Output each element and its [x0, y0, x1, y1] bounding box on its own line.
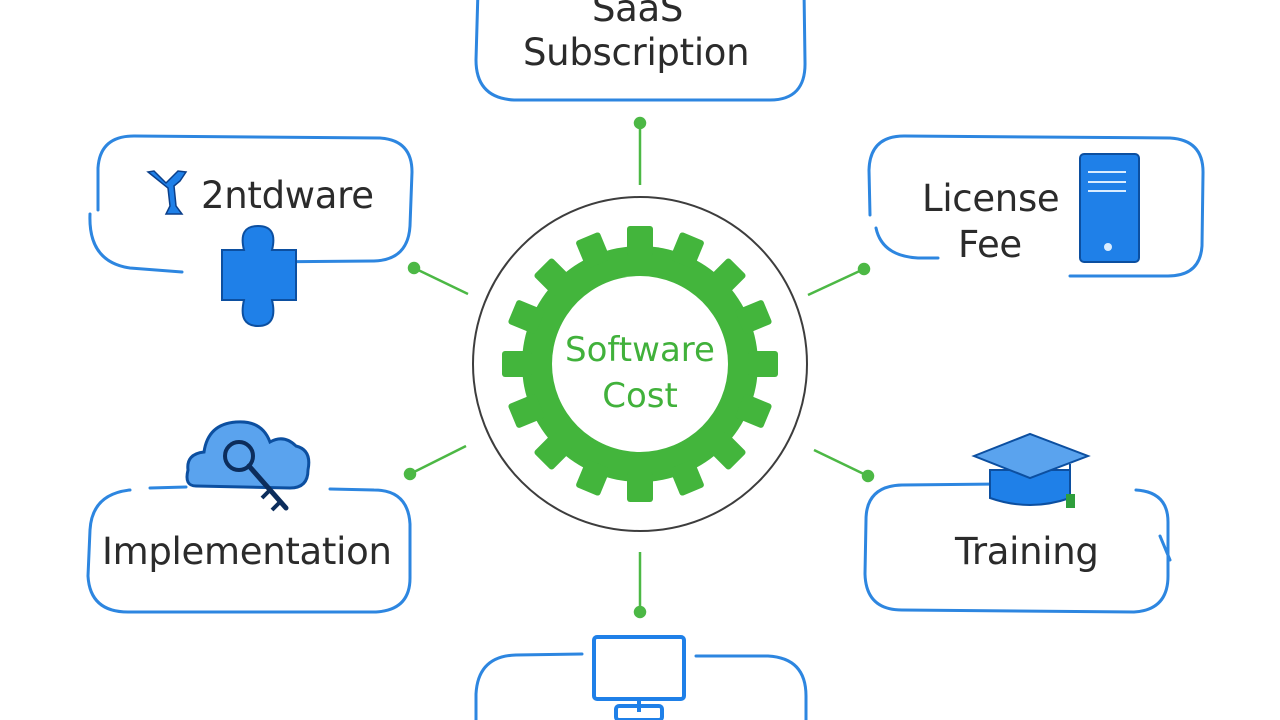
license-label-line2: Fee [958, 223, 1022, 266]
box-training [863, 482, 1172, 614]
cloud-key-icon [185, 420, 311, 512]
graduation-cap-icon [971, 432, 1091, 508]
center-gear-group [472, 196, 808, 532]
gear-tooth [748, 351, 778, 377]
gear-tooth [576, 459, 610, 496]
gear-tooth [502, 351, 532, 377]
gear-tooth [576, 232, 610, 269]
gear-tooth [708, 432, 746, 470]
puzzle-icon [221, 224, 297, 328]
connector-dot-top [633, 116, 647, 130]
gear-tooth [735, 394, 772, 428]
box-hardware [88, 134, 414, 274]
connector-dot-bottom-right [861, 469, 875, 483]
implementation-label: Implementation [102, 530, 392, 573]
connector-dot-top-right [857, 262, 871, 276]
gear-hub [552, 276, 728, 452]
saas-label-line1: SaaS [592, 0, 684, 30]
gear-tooth [627, 472, 653, 502]
gear-tooth [670, 232, 704, 269]
gear-tooth [735, 300, 772, 334]
center-label-line1: Software [565, 330, 715, 370]
server-icon [1079, 153, 1140, 263]
hardware-label: 2ntdware [201, 174, 374, 217]
box-license-fee [867, 134, 1205, 278]
connector-dot-bottom-left [403, 467, 417, 481]
connector-bottom-right [813, 448, 869, 478]
gear-tooth [508, 300, 545, 334]
gear-tooth [670, 459, 704, 496]
connector-dot-bottom [633, 605, 647, 619]
gear-tooth [708, 258, 746, 296]
gear-tooth [534, 258, 572, 296]
hardware-tool-icon [146, 170, 188, 215]
gear-tooth [508, 394, 545, 428]
node-boxes [86, 0, 1205, 720]
training-label: Training [955, 530, 1099, 573]
monitor-icon [592, 635, 686, 720]
connector-bottom-left [409, 444, 467, 476]
connector-dot-top-left [407, 261, 421, 275]
gear-tooth [627, 226, 653, 256]
box-saas-subscription [474, 0, 807, 102]
connectors [403, 116, 875, 619]
gear-tooth [534, 432, 572, 470]
license-label-line1: License [922, 177, 1060, 220]
connector-top-right [807, 267, 865, 297]
center-label-line2: Cost [602, 376, 678, 416]
box-implementation [86, 485, 412, 614]
connector-top-left [413, 266, 469, 296]
saas-label-line2: Subscription [523, 31, 750, 74]
box-bottom [474, 652, 808, 720]
